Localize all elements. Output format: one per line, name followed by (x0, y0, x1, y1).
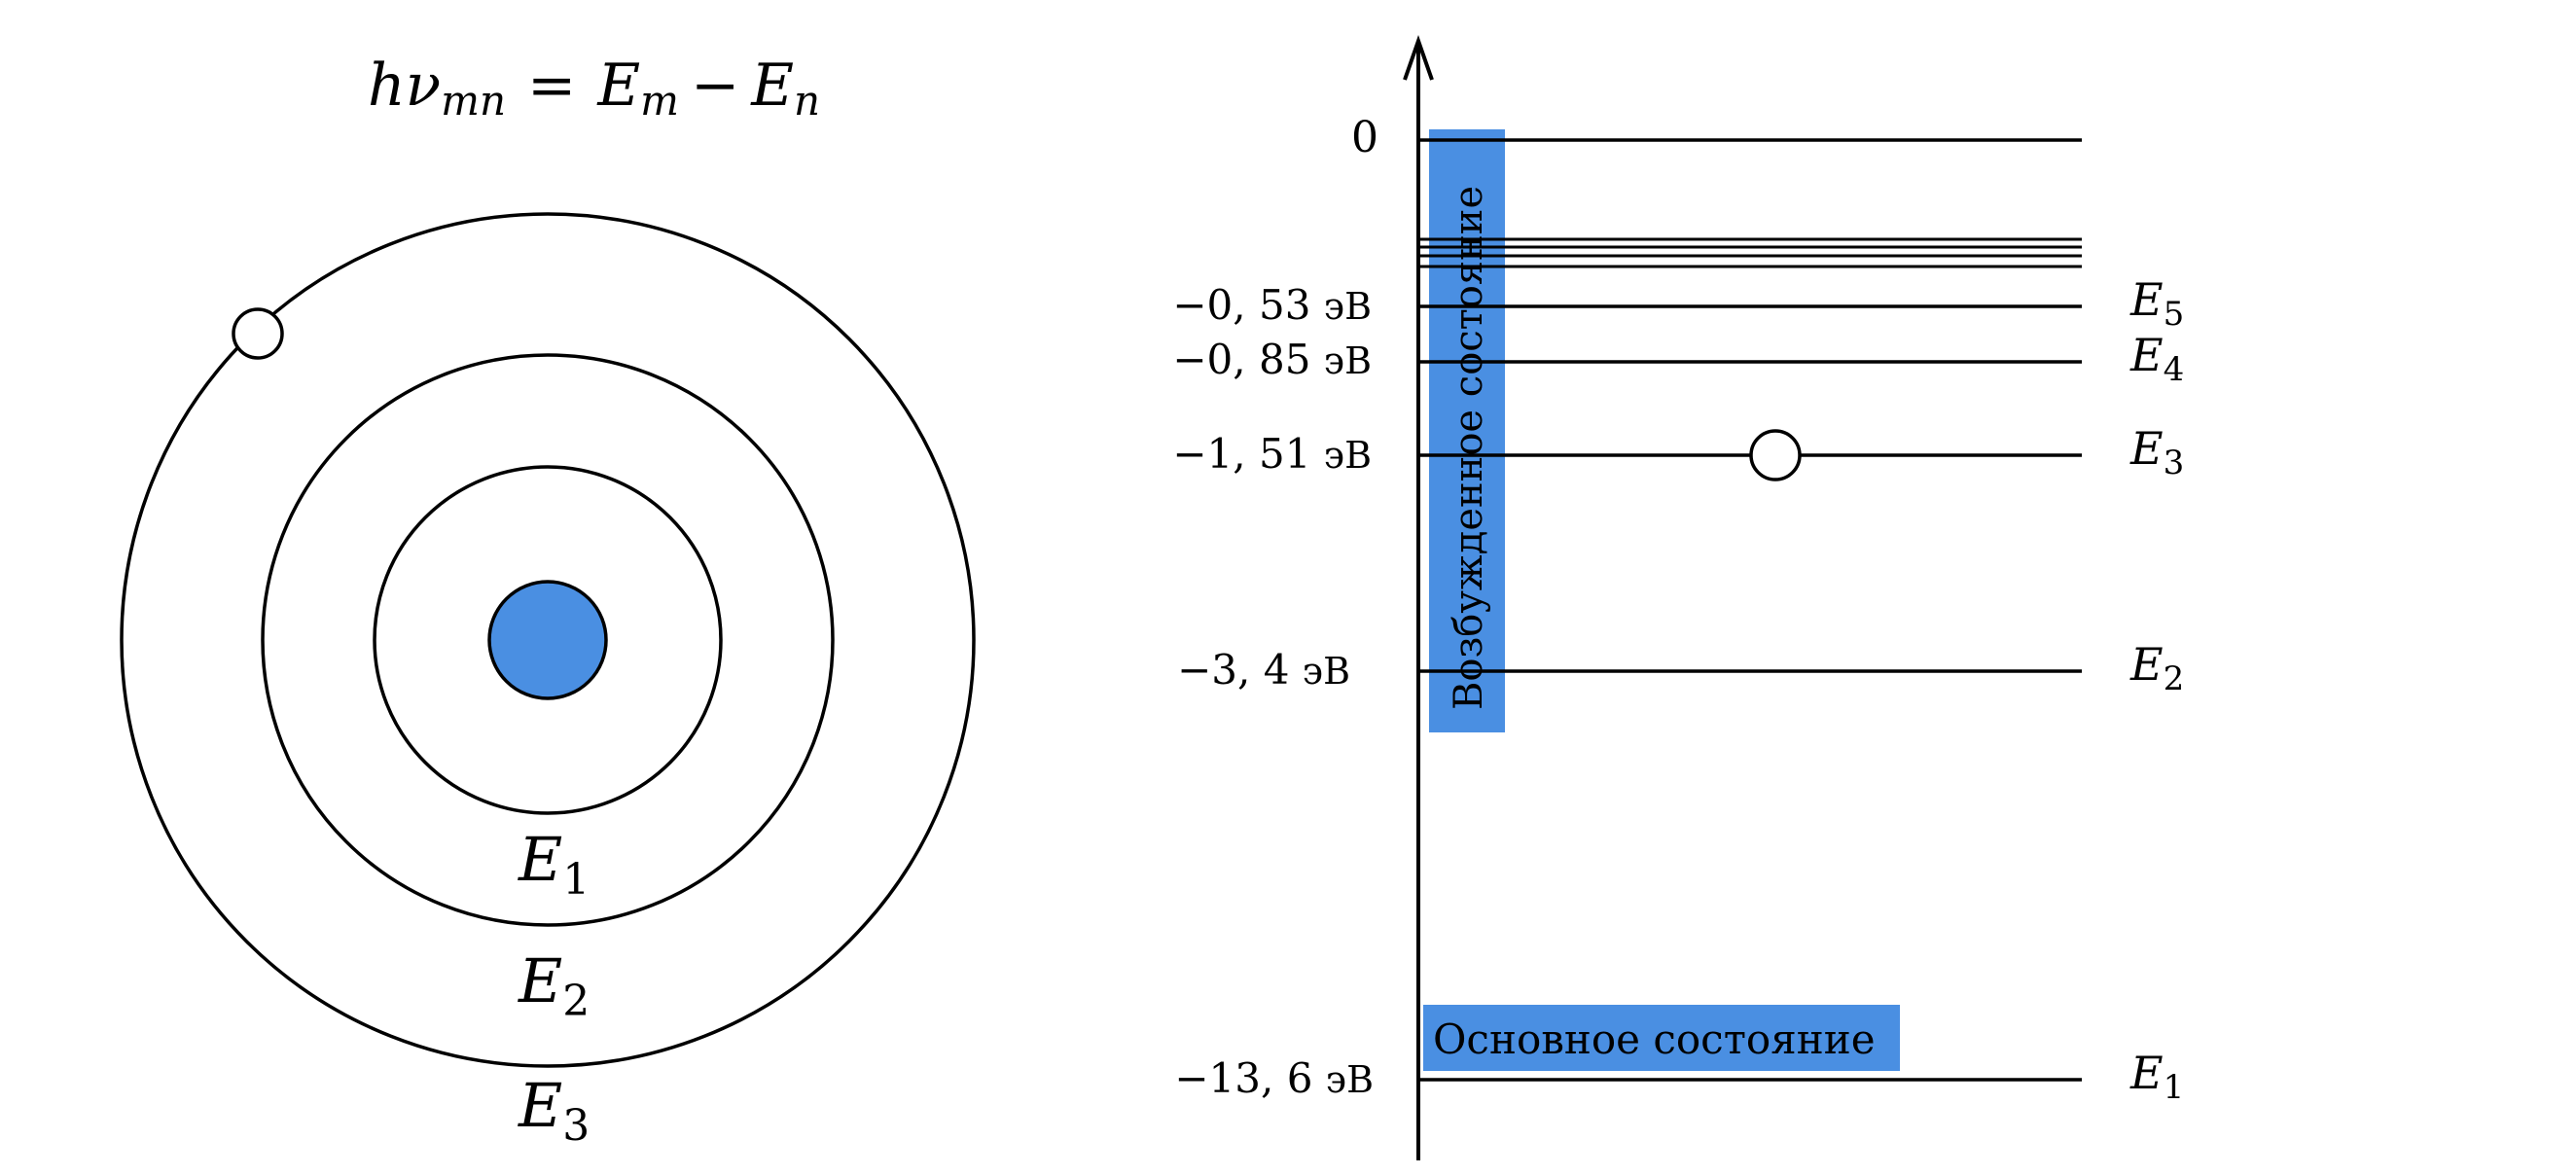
excited-state-label: Возбужденное состояние (1447, 186, 1491, 710)
label-e2: E2 (2129, 638, 2184, 698)
formula: hνmn=Em−En (368, 52, 820, 125)
ground-state-label: Основное состояние (1433, 1015, 1876, 1063)
atom-model: E1 E2 E3 (120, 212, 976, 1151)
ground-state-band (1423, 1005, 1900, 1071)
label-e4: E4 (2129, 329, 2184, 389)
axis-arrow-icon (1403, 34, 1434, 81)
orbit-3 (120, 212, 976, 1068)
label-e1: E1 (2129, 1047, 2184, 1107)
electron-level (1749, 429, 1802, 481)
orbit-label-e1: E1 (518, 824, 590, 905)
orbit-label-e2: E2 (518, 945, 590, 1026)
value-e5: −0, 53 эВ (1172, 281, 1372, 329)
value-e4: −0, 85 эВ (1172, 336, 1372, 383)
value-e2: −3, 4 эВ (1177, 646, 1350, 694)
label-e5: E5 (2129, 273, 2184, 334)
label-e3: E3 (2129, 422, 2184, 482)
value-zero: 0 (1351, 113, 1378, 162)
nucleus (487, 580, 608, 700)
value-e1: −13, 6 эВ (1174, 1054, 1374, 1102)
energy-diagram: Возбужденное состояние Основное состояни… (1172, 34, 2184, 1160)
electron-orbit (232, 307, 284, 360)
value-e3: −1, 51 эВ (1172, 430, 1372, 478)
orbit-label-e3: E3 (518, 1070, 590, 1151)
orbit-1 (373, 465, 723, 815)
orbit-2 (261, 353, 835, 927)
excited-state-band (1429, 129, 1505, 732)
